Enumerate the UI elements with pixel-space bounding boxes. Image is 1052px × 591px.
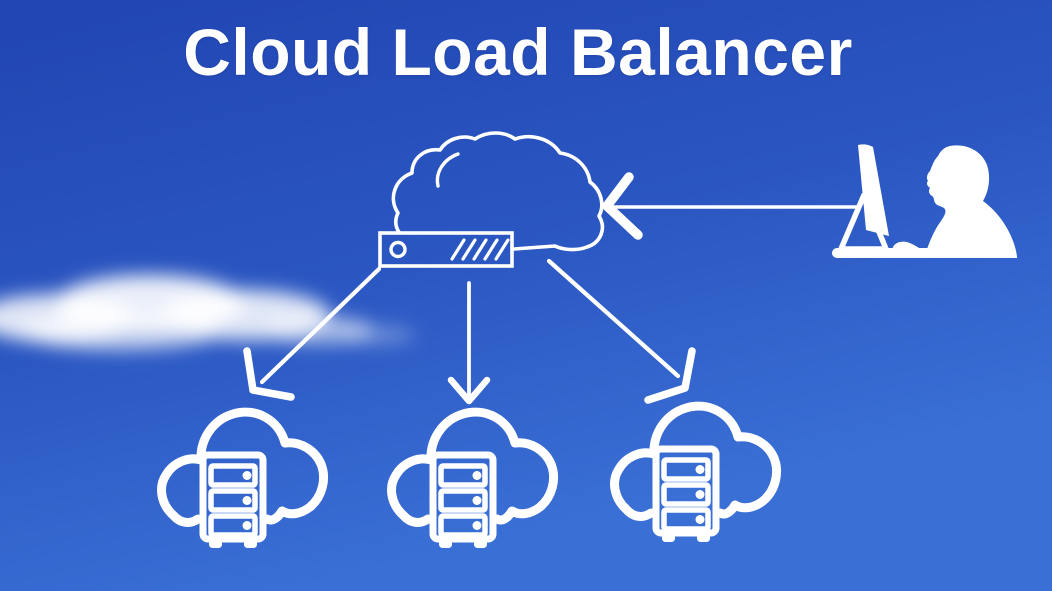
- page-title: Cloud Load Balancer: [183, 15, 853, 89]
- arrowhead: [602, 172, 643, 240]
- balancer-indicator: [389, 240, 407, 259]
- photo-cloud: [0, 275, 415, 350]
- cloud-load-balancer-icon: [378, 131, 605, 268]
- load-balancer-box: [378, 231, 514, 268]
- person-at-computer-icon: [832, 144, 1017, 258]
- arrowhead: [447, 376, 491, 405]
- user-to-cloud-arrow: [602, 172, 860, 240]
- arrowhead: [644, 347, 696, 404]
- person-silhouette: [892, 145, 1017, 258]
- arrow-to-server-2: [447, 281, 491, 405]
- balancer-vent-slashes: [450, 238, 510, 261]
- balancer-cloud-outline: [391, 131, 605, 252]
- arrowhead: [243, 347, 295, 401]
- monitor-screen: [858, 144, 889, 236]
- cloud-inner-arc: [435, 152, 460, 188]
- arrow-to-server-3: [546, 258, 696, 404]
- arrow-to-server-1: [243, 266, 382, 401]
